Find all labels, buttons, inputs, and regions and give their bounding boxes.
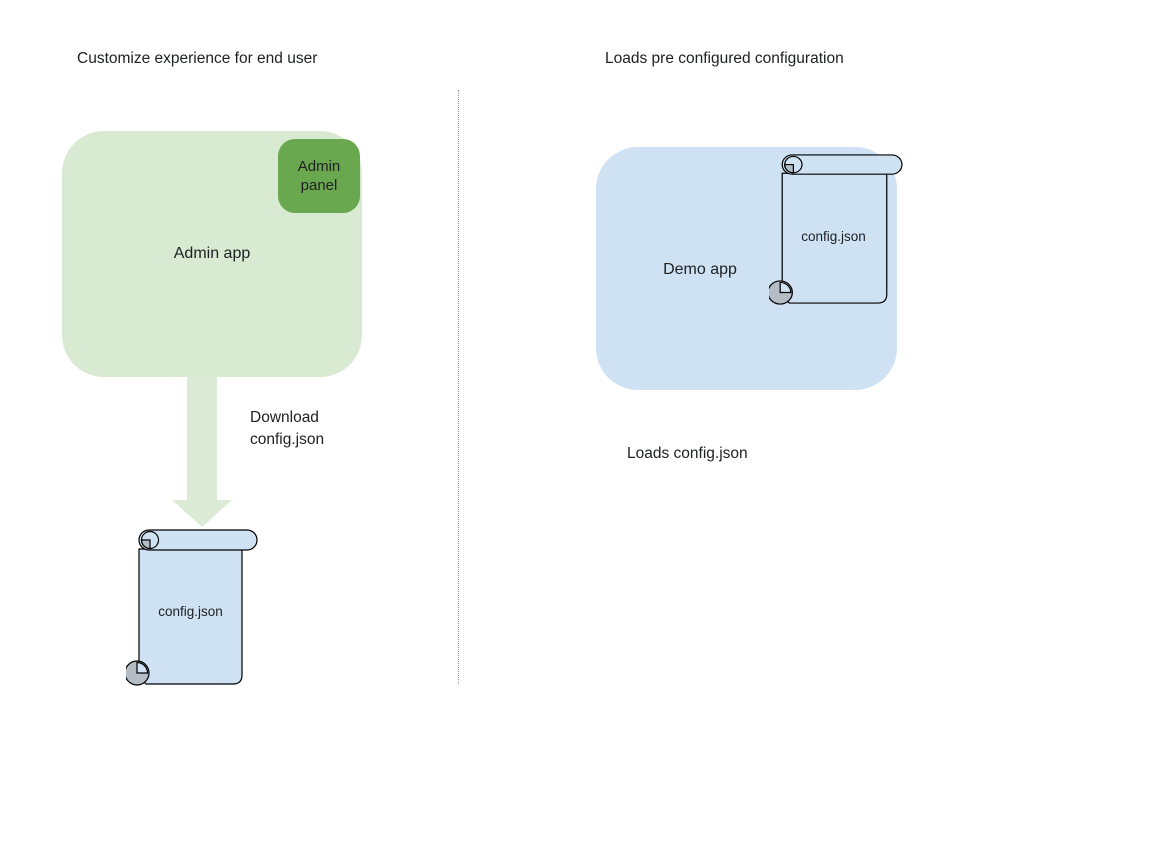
- section-divider: [458, 90, 459, 684]
- scroll-icon: [126, 529, 258, 686]
- scroll-icon: [769, 154, 903, 305]
- download-arrow-label: Download config.json: [250, 409, 325, 448]
- demo-app-label: Demo app: [663, 261, 737, 278]
- config-json-label-left: config.json: [158, 604, 223, 619]
- right-section-title: Loads pre configured configuration: [605, 50, 844, 67]
- admin-app-box: Admin panel Admin app: [62, 131, 362, 377]
- admin-panel-label: Admin panel: [297, 158, 341, 194]
- left-section-title: Customize experience for end user: [77, 50, 318, 67]
- config-json-file-right: config.json: [769, 154, 904, 305]
- loads-config-caption: Loads config.json: [627, 445, 748, 462]
- admin-panel: Admin panel: [278, 139, 360, 213]
- config-json-label-right: config.json: [801, 229, 866, 244]
- config-json-file-left: config.json: [126, 529, 259, 686]
- admin-app-label: Admin app: [173, 245, 251, 262]
- download-arrow-icon: [172, 376, 232, 527]
